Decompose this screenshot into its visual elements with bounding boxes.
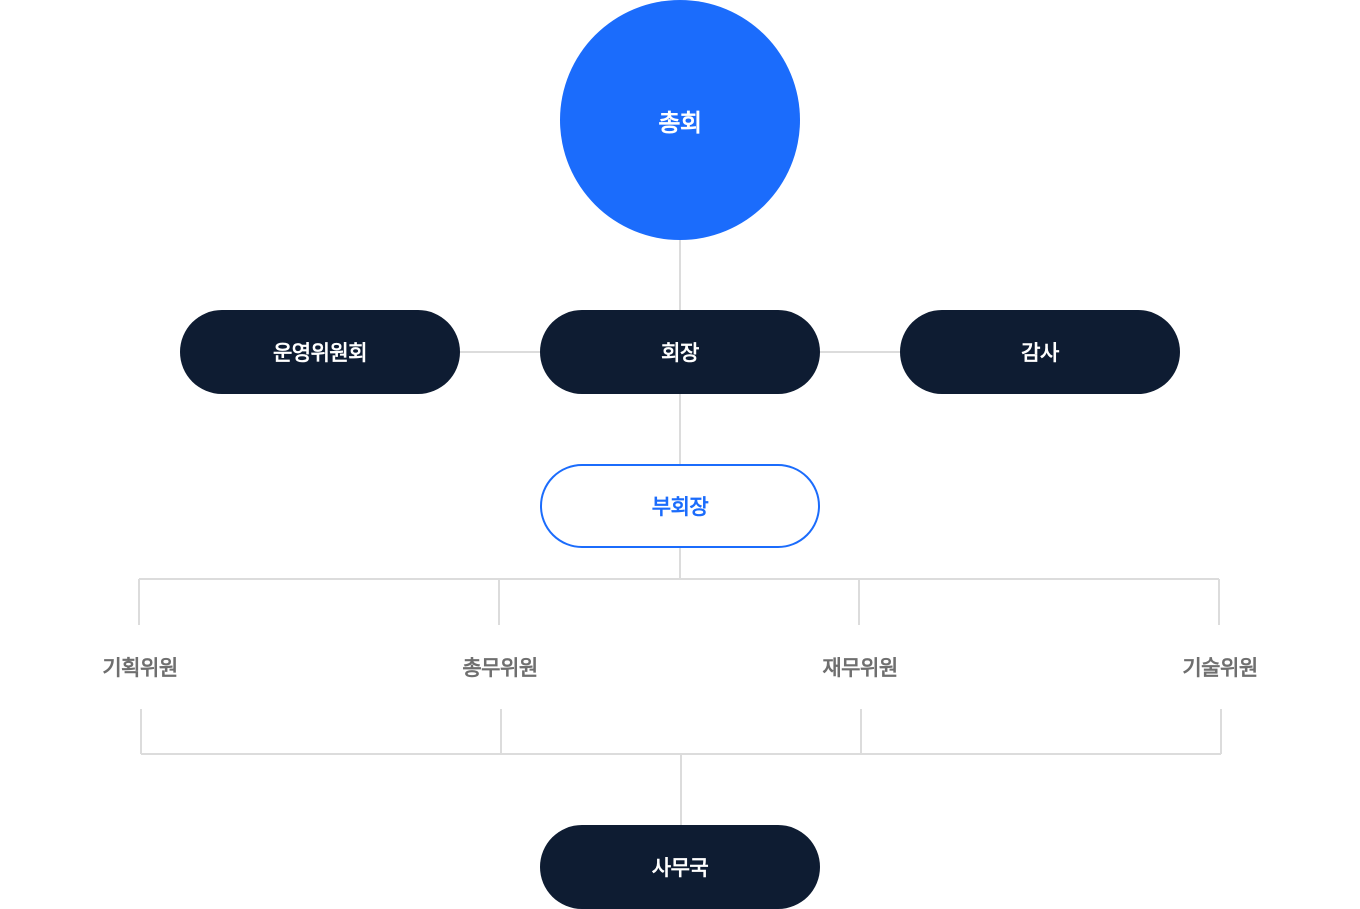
secretariat-label: 사무국 — [651, 856, 709, 880]
general-assembly-node: 총회 — [560, 0, 800, 240]
president-node: 회장 — [540, 310, 820, 394]
committee-member-label: 기술위원 — [1182, 656, 1258, 680]
committee-member-planning: 기획위원 — [60, 647, 220, 687]
committee-member-general-affairs: 총무위원 — [420, 647, 580, 687]
secretariat-node: 사무국 — [540, 825, 820, 909]
steering-committee-node: 운영위원회 — [180, 310, 460, 394]
committee-member-technology: 기술위원 — [1140, 647, 1300, 687]
auditor-node: 감사 — [900, 310, 1180, 394]
committee-member-finance: 재무위원 — [780, 647, 940, 687]
committee-member-label: 기획위원 — [102, 656, 178, 680]
president-label: 회장 — [661, 341, 699, 365]
vice-president-node: 부회장 — [540, 464, 820, 548]
committee-member-label: 재무위원 — [822, 656, 898, 680]
committee-member-label: 총무위원 — [462, 656, 538, 680]
steering-committee-label: 운영위원회 — [272, 341, 368, 365]
general-assembly-label: 총회 — [658, 108, 702, 137]
vice-president-label: 부회장 — [651, 495, 709, 519]
auditor-label: 감사 — [1021, 341, 1059, 365]
